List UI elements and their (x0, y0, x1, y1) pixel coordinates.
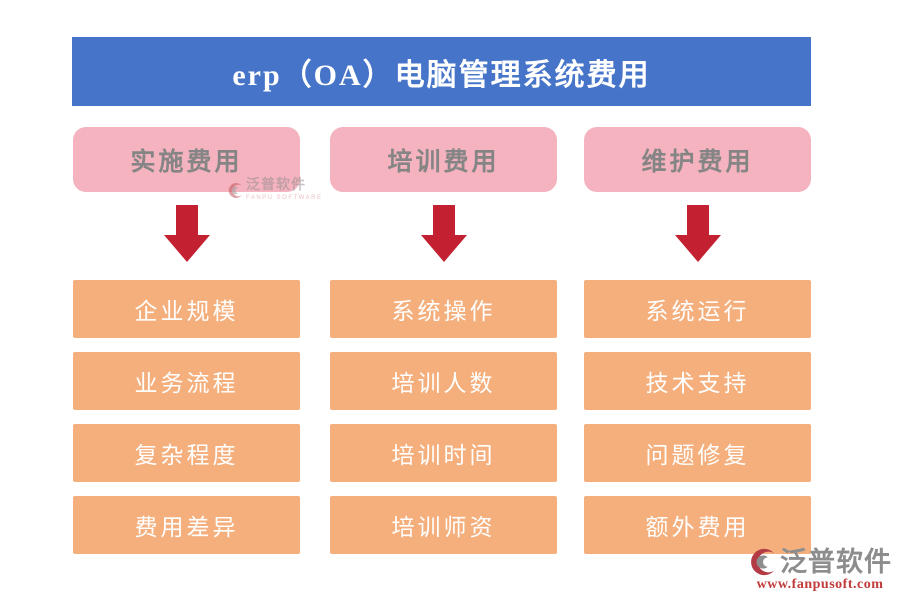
cost-factor-item: 问题修复 (584, 424, 811, 482)
column-maintenance-cost: 维护费用 系统运行 技术支持 问题修复 额外费用 (584, 127, 811, 554)
down-arrow-icon (420, 205, 467, 262)
down-arrow-head (420, 235, 467, 262)
cost-factor-item: 培训师资 (330, 496, 557, 554)
brand-name: 泛普软件 (780, 546, 892, 577)
cost-factor-item: 技术支持 (584, 352, 811, 410)
watermark-text: 泛普软件 FANPU SOFTWARE (246, 178, 323, 202)
fanpu-watermark: 泛普软件 FANPU SOFTWARE (227, 179, 322, 201)
cost-factor-item: 培训人数 (330, 352, 557, 410)
column-implementation-cost: 实施费用 企业规模 业务流程 复杂程度 费用差异 (73, 127, 300, 554)
down-arrow-shaft (432, 205, 455, 235)
fanpu-logo-icon (228, 183, 242, 198)
column-header: 维护费用 (584, 127, 811, 192)
cost-factor-item: 培训时间 (330, 424, 557, 482)
watermark-brand: 泛普软件 (246, 178, 306, 193)
cost-factor-item: 额外费用 (584, 496, 811, 554)
cost-factor-item: 系统运行 (584, 280, 811, 338)
down-arrow-head (674, 235, 721, 262)
down-arrow-shaft (686, 205, 709, 235)
down-arrow-shaft (175, 205, 198, 235)
watermark-subtext: FANPU SOFTWARE (246, 195, 323, 201)
column-header: 培训费用 (330, 127, 557, 192)
fanpu-brand-logo: 泛普软件 www.fanpusoft.com (748, 547, 892, 592)
column-training-cost: 培训费用 系统操作 培训人数 培训时间 培训师资 (330, 127, 557, 554)
fanpu-logo-icon (751, 548, 775, 576)
brand-url: www.fanpusoft.com (756, 577, 884, 592)
down-arrow-head (163, 235, 210, 262)
page-title: erp（OA）电脑管理系统费用 (72, 37, 811, 106)
down-arrow-icon (163, 205, 210, 262)
down-arrow-icon (674, 205, 721, 262)
cost-factor-item: 业务流程 (73, 352, 300, 410)
brand-row: 泛普软件 (748, 547, 892, 577)
cost-factor-item: 复杂程度 (73, 424, 300, 482)
cost-factor-item: 系统操作 (330, 280, 557, 338)
column-header: 实施费用 (73, 127, 300, 192)
cost-factor-item: 费用差异 (73, 496, 300, 554)
cost-factor-item: 企业规模 (73, 280, 300, 338)
